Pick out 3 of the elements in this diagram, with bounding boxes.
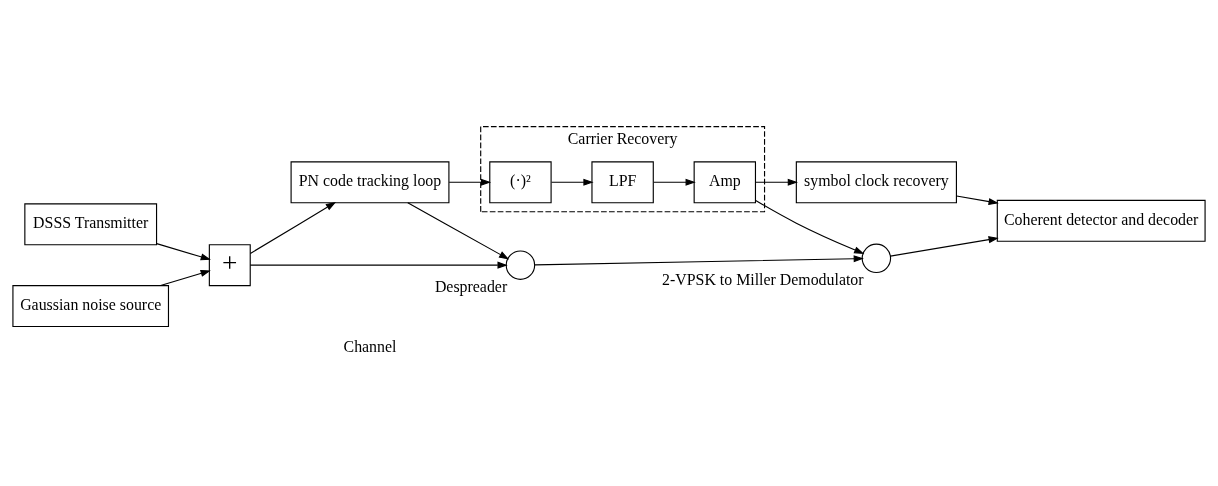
label: Channel [343, 338, 397, 356]
node-label: Despreader [434, 278, 508, 296]
node-label: 2-VPSK to Miller Demodulator [662, 271, 864, 289]
